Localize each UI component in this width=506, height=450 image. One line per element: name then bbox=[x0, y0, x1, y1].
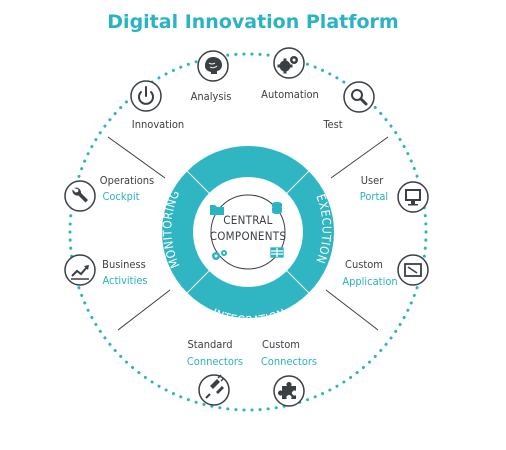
node-analysis: Analysis bbox=[191, 50, 232, 103]
node-label-line2: Application bbox=[342, 275, 397, 288]
node-label-line2: Portal bbox=[360, 190, 388, 203]
node-label-line2: Activities bbox=[102, 274, 147, 287]
node-standard-connectors: Standard Connectors bbox=[187, 338, 243, 406]
node-label: Automation bbox=[261, 88, 319, 101]
node-custom-connectors: Custom Connectors bbox=[261, 338, 317, 407]
connector-line-top-left bbox=[107, 136, 166, 179]
node-label: Innovation bbox=[132, 118, 184, 131]
ring-label-right: EXECUTION bbox=[313, 192, 333, 265]
core-label-line1: CENTRAL bbox=[223, 213, 272, 227]
node-label-line1: Standard bbox=[187, 338, 232, 351]
node-label-line2: Connectors bbox=[261, 355, 317, 368]
node-custom-application: Custom Application bbox=[342, 254, 429, 288]
magnifier-icon bbox=[351, 89, 368, 106]
node-test: Test bbox=[322, 81, 375, 131]
node-label: Analysis bbox=[191, 90, 232, 103]
wrench-icon bbox=[72, 187, 88, 203]
node-label: Test bbox=[322, 118, 342, 131]
gears-icon bbox=[277, 56, 298, 74]
gears-small-icon bbox=[212, 250, 227, 260]
brain-icon bbox=[205, 57, 222, 74]
puzzle-icon bbox=[278, 381, 296, 399]
window-icon bbox=[404, 263, 422, 277]
node-label-line1: User bbox=[361, 174, 384, 187]
connector-line-bottom-left bbox=[117, 289, 171, 331]
node-label-line1: Custom bbox=[262, 338, 300, 351]
node-label-line1: Custom bbox=[345, 258, 383, 271]
core-label-line2: COMPONENTS bbox=[210, 229, 287, 243]
table-icon bbox=[270, 247, 284, 258]
connector-lines bbox=[107, 136, 389, 331]
node-label-line1: Operations bbox=[100, 174, 154, 187]
trend-chart-icon bbox=[71, 265, 89, 280]
folder-icon bbox=[210, 205, 224, 215]
node-automation: Automation bbox=[261, 47, 319, 101]
plug-icon bbox=[205, 374, 225, 399]
node-label-line1: Business bbox=[102, 258, 146, 271]
page-title: Digital Innovation Platform bbox=[107, 11, 398, 33]
database-icon bbox=[272, 202, 282, 214]
connector-line-bottom-right bbox=[325, 289, 379, 331]
outer-dotted-ring bbox=[68, 52, 428, 412]
ring-separators bbox=[185, 169, 311, 295]
ring-label-top: MODELING bbox=[215, 123, 283, 142]
core-inner-outline bbox=[210, 194, 286, 270]
node-user-portal: User Portal bbox=[360, 174, 429, 213]
node-label-line2: Cockpit bbox=[102, 190, 139, 203]
ring-label-bottom: INTEGRATION bbox=[210, 306, 288, 328]
monitor-icon bbox=[405, 189, 421, 206]
node-operations-cockpit: Operations Cockpit bbox=[64, 174, 154, 212]
node-innovation: Innovation bbox=[130, 80, 184, 131]
power-icon bbox=[138, 86, 154, 105]
node-business-activities: Business Activities bbox=[64, 254, 148, 287]
node-label-line2: Connectors bbox=[187, 355, 243, 368]
connector-line-top-right bbox=[330, 136, 389, 179]
